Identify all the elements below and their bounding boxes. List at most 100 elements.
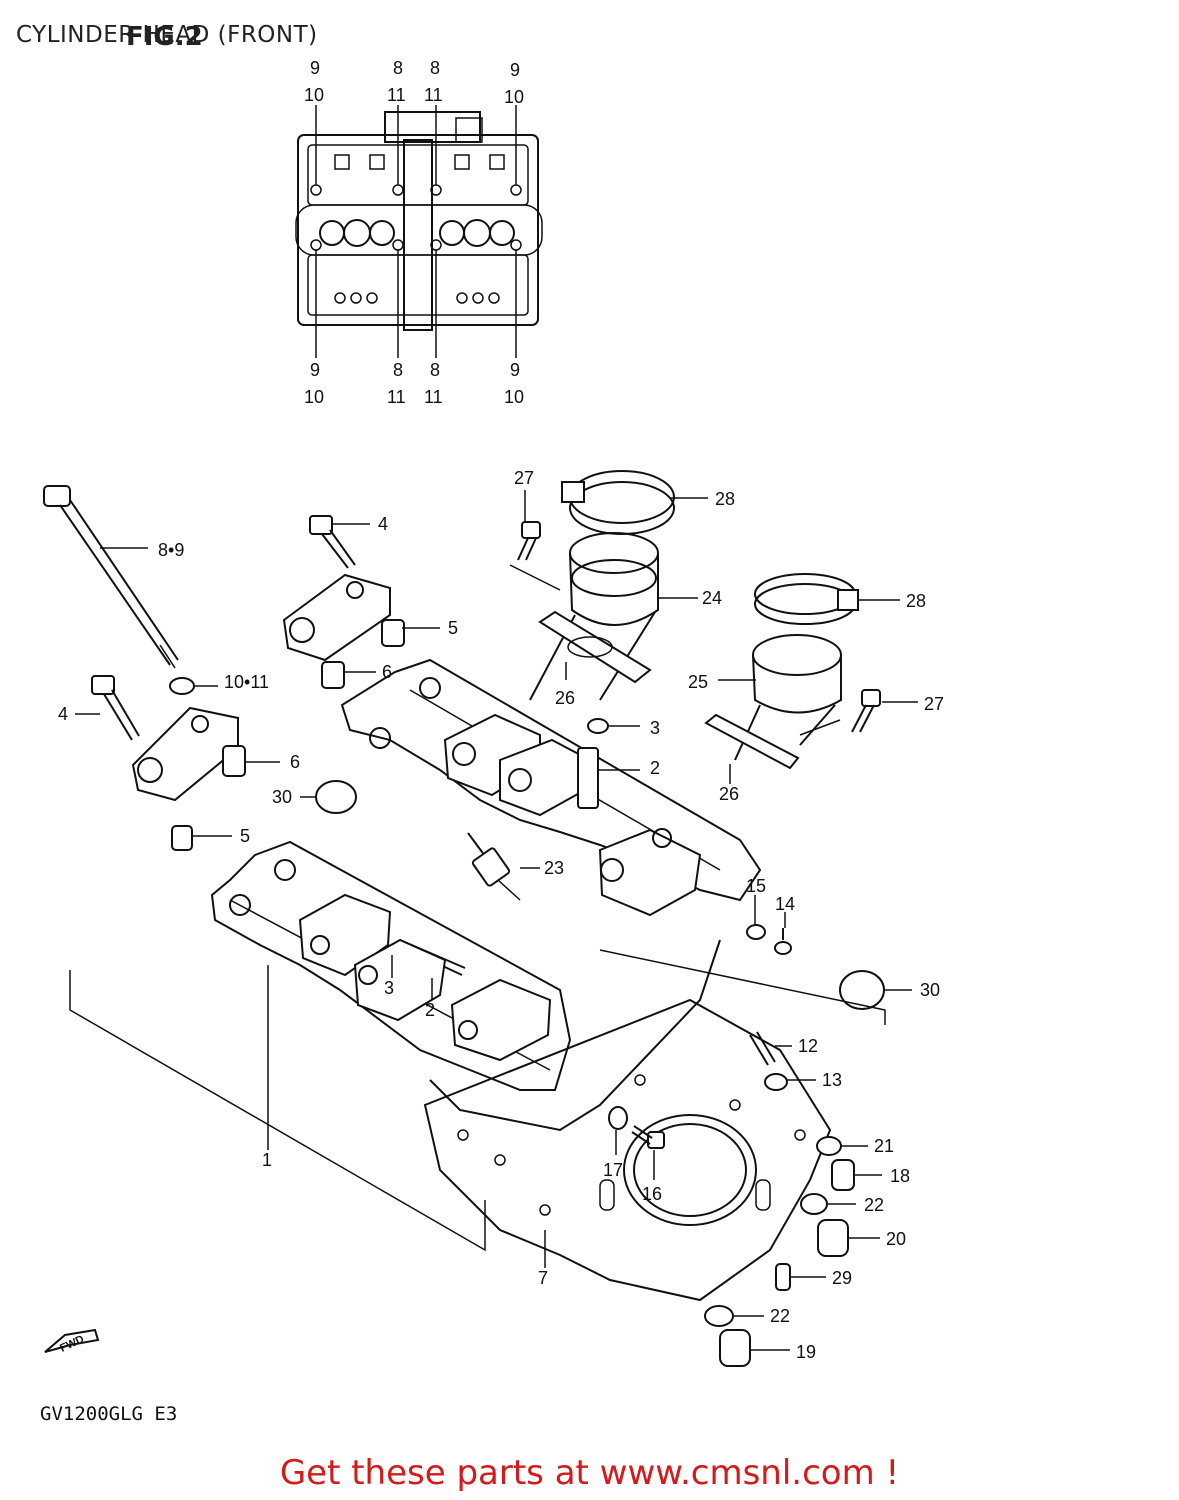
callout-14: 14 xyxy=(775,894,795,914)
callout-19: 19 xyxy=(796,1342,816,1362)
part-dowel-19 xyxy=(719,1329,751,1367)
assembly-bracket-lines xyxy=(69,564,886,1252)
label-11: 11 xyxy=(387,85,406,105)
part-valve-guide-2-upper xyxy=(577,747,599,809)
part-bolt-14 xyxy=(774,928,792,955)
callout-28: 28 xyxy=(715,489,735,509)
callout-30: 30 xyxy=(272,787,292,807)
part-intake-clamp-28-upper xyxy=(561,470,675,535)
callout-30: 30 xyxy=(920,980,940,1000)
label-8: 8 xyxy=(393,58,403,78)
part-dowel-6-lower xyxy=(222,745,246,777)
callout-20: 20 xyxy=(886,1229,906,1249)
label-11: 11 xyxy=(424,387,443,407)
label-8: 8 xyxy=(430,58,440,78)
part-intake-clamp-28-lower xyxy=(754,573,859,625)
callout-21: 21 xyxy=(874,1136,894,1156)
part-dowel-5-lower xyxy=(171,825,193,851)
callout-27: 27 xyxy=(514,468,534,488)
diagram-title: CYLINDER HEAD (FRONT) xyxy=(16,22,318,48)
part-bolt-4-lower xyxy=(91,675,140,741)
part-washer xyxy=(169,677,195,695)
label-9: 9 xyxy=(510,60,520,80)
part-stud-12 xyxy=(749,1031,776,1066)
part-washer-15 xyxy=(746,924,766,940)
figure-number: FIG.2 xyxy=(126,22,203,52)
callout-6: 6 xyxy=(382,662,392,682)
callout-26: 26 xyxy=(719,784,739,804)
callout-26: 26 xyxy=(555,688,575,708)
top-view-labels-upper: 9 10 8 11 8 11 9 10 xyxy=(304,58,524,107)
part-oring-22 xyxy=(704,1305,734,1327)
label-8: 8 xyxy=(393,360,403,380)
callout-5: 5 xyxy=(448,618,458,638)
part-pin-29 xyxy=(775,1263,791,1291)
label-11: 11 xyxy=(424,85,443,105)
label-9: 9 xyxy=(510,360,520,380)
callout-3: 3 xyxy=(384,978,394,998)
part-oring-3-upper xyxy=(587,718,609,734)
callout-4: 4 xyxy=(58,704,68,724)
part-dowel-18 xyxy=(831,1159,855,1191)
top-view-leader-lines xyxy=(315,105,517,358)
callout-16: 16 xyxy=(642,1184,662,1204)
forward-direction-arrow: FWD xyxy=(44,1328,100,1355)
callout-8-9: 8•9 xyxy=(158,540,184,560)
callout-4: 4 xyxy=(378,514,388,534)
callout-18: 18 xyxy=(890,1166,910,1186)
label-10: 10 xyxy=(504,387,524,407)
callout-leader-lines xyxy=(75,490,918,1351)
part-plug-cap-30 xyxy=(315,780,357,814)
callout-2: 2 xyxy=(650,758,660,778)
part-bolt-16 xyxy=(631,1125,665,1149)
part-cam-holder-upper xyxy=(282,573,391,662)
callout-12: 12 xyxy=(798,1036,818,1056)
callout-17: 17 xyxy=(603,1160,623,1180)
part-washer-17 xyxy=(608,1106,628,1130)
part-gasket-26-lower xyxy=(704,713,800,770)
part-oring-22 xyxy=(800,1193,828,1215)
callout-13: 13 xyxy=(822,1070,842,1090)
part-dowel-20 xyxy=(817,1219,849,1257)
top-view-labels-lower: 9 10 8 11 8 11 9 10 xyxy=(304,360,524,407)
callout-6: 6 xyxy=(290,752,300,772)
callout-24: 24 xyxy=(702,588,722,608)
top-view-ports xyxy=(319,154,515,304)
part-cylinder-head-rear xyxy=(340,658,762,917)
callout-27: 27 xyxy=(924,694,944,714)
part-nut-13 xyxy=(764,1073,788,1091)
part-gasket-26-upper xyxy=(538,610,652,684)
part-bolt-4-upper xyxy=(309,515,356,569)
callout-22: 22 xyxy=(864,1195,884,1215)
callout-5: 5 xyxy=(240,826,250,846)
part-oring-21 xyxy=(816,1136,842,1156)
callout-labels: 1 2 2 3 3 4 4 5 5 6 6 7 8•9 10•11 12 13 … xyxy=(58,468,944,1362)
label-10: 10 xyxy=(304,85,324,105)
part-head-gasket xyxy=(423,998,832,1302)
callout-3: 3 xyxy=(650,718,660,738)
part-bolt-27-upper xyxy=(517,521,541,561)
callout-22: 22 xyxy=(770,1306,790,1326)
part-spark-plug xyxy=(467,832,521,901)
label-11: 11 xyxy=(387,387,406,407)
label-8: 8 xyxy=(430,360,440,380)
label-9: 9 xyxy=(310,360,320,380)
callout-10-11: 10•11 xyxy=(224,672,269,692)
callout-15: 15 xyxy=(746,876,766,896)
part-bolt-27-lower xyxy=(851,689,881,733)
label-10: 10 xyxy=(504,87,524,107)
callout-7: 7 xyxy=(538,1268,548,1288)
part-dowel-5-upper xyxy=(381,619,405,647)
callout-28: 28 xyxy=(906,591,926,611)
callout-25: 25 xyxy=(688,672,708,692)
callout-1: 1 xyxy=(262,1150,272,1170)
part-cylinder-head-front xyxy=(210,840,721,1132)
parts-shop-link[interactable]: Get these parts at www.cmsnl.com ! xyxy=(279,1453,900,1493)
callout-23: 23 xyxy=(544,858,564,878)
model-code: GV1200GLG E3 xyxy=(40,1403,178,1425)
top-view-cylinder-head: 9 10 8 11 8 11 9 10 9 10 8 11 8 11 9 10 xyxy=(295,58,543,407)
part-long-stud-bolt xyxy=(43,485,179,669)
callout-2: 2 xyxy=(425,1000,435,1020)
